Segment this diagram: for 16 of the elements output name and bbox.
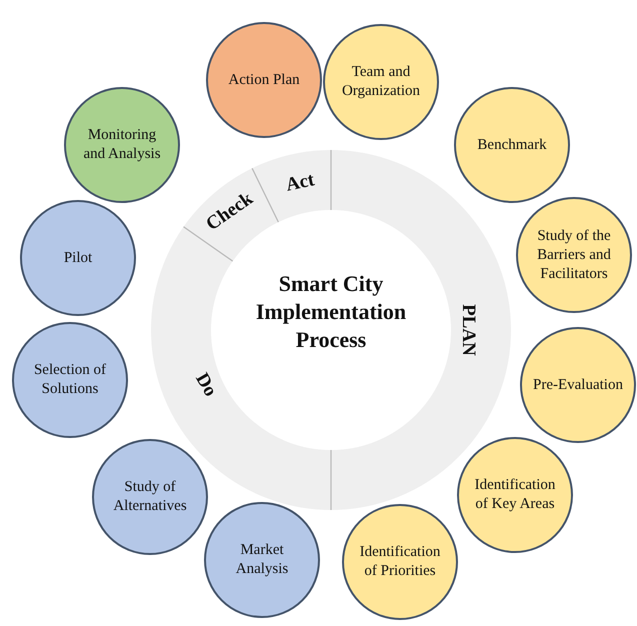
step-text: Study of the Barriers and Facilitators xyxy=(536,226,612,284)
phase-label: Act xyxy=(284,169,316,197)
step-text: Benchmark xyxy=(476,136,548,154)
step-text: Team and Organization xyxy=(340,63,422,101)
phase-label: PLAN xyxy=(456,304,479,356)
step-text: Pilot xyxy=(62,248,94,268)
diagram-title: Smart City Implementation Process xyxy=(254,270,408,354)
step-text: Action Plan xyxy=(227,70,301,90)
phase-label: Do xyxy=(190,369,220,401)
step-text: Study of Alternatives xyxy=(112,478,188,516)
step-text: Identification of Key Areas xyxy=(474,476,556,514)
step-text: Identification of Priorities xyxy=(358,543,442,581)
step-text: Market Analysis xyxy=(234,541,290,579)
step-text: Pre-Evaluation xyxy=(532,376,624,394)
step-text: Selection of Solutions xyxy=(32,361,108,399)
step-text: Monitoring and Analysis xyxy=(82,126,162,164)
